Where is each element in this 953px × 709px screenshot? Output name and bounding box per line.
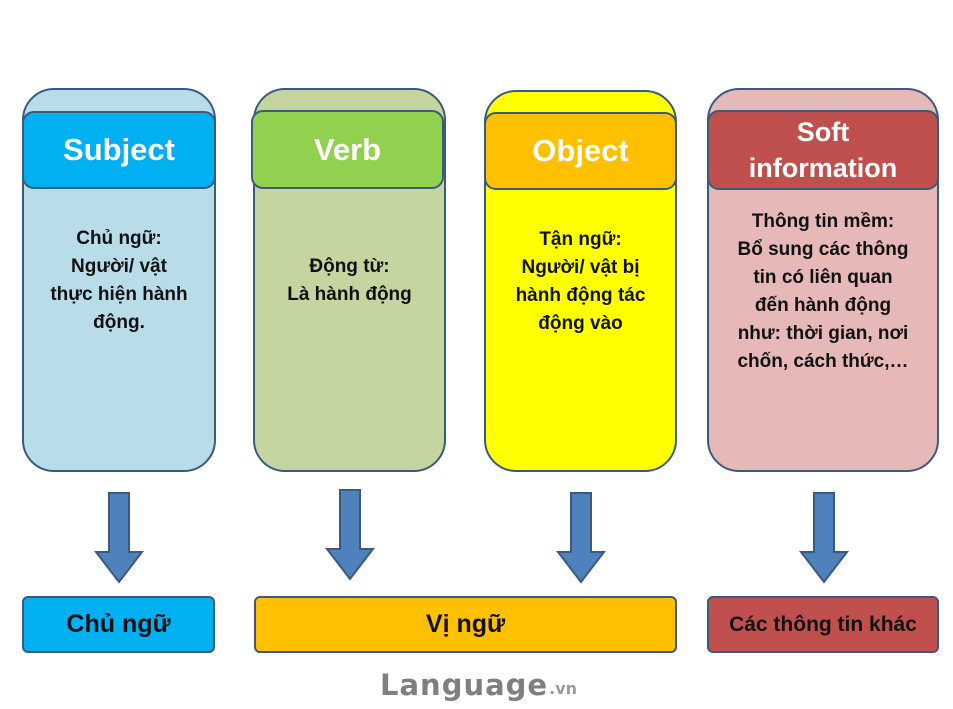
- soft-info-description: Thông tin mềm: Bổ sung các thông tin có …: [737, 211, 909, 372]
- object-description: Tận ngữ: Người/ vật bị hành động tác độn…: [515, 229, 646, 334]
- bottom-predicate-label: Vị ngữ: [425, 610, 506, 638]
- logo-suffix: .vn: [549, 679, 578, 698]
- down-arrow-icon: [325, 489, 375, 581]
- bottom-box-subject: Chủ ngữ: [22, 596, 215, 653]
- subject-description: Chủ ngữ: Người/ vật thực hiện hành động.: [50, 228, 188, 333]
- down-arrow-icon: [799, 492, 849, 584]
- object-title: Object: [532, 133, 629, 168]
- subject-title: Subject: [63, 132, 175, 167]
- language-vn-logo: Language .vn: [380, 664, 577, 702]
- bottom-box-other-info: Các thông tin khác: [707, 596, 939, 653]
- verb-description: Động từ: Là hành động: [287, 256, 412, 305]
- verb-title: Verb: [313, 131, 382, 167]
- bottom-other-info-label: Các thông tin khác: [729, 612, 917, 636]
- verb-header: Verb: [251, 110, 444, 189]
- down-arrow-icon: [94, 492, 144, 584]
- object-header: Object: [484, 112, 677, 190]
- logo-brand: Language: [380, 668, 549, 702]
- soft-info-header: Soft information: [707, 110, 939, 190]
- bottom-box-predicate: Vị ngữ: [254, 596, 677, 653]
- down-arrow-icon: [556, 492, 606, 584]
- subject-header: Subject: [22, 111, 216, 189]
- bottom-subject-label: Chủ ngữ: [66, 610, 171, 638]
- soft-info-title: Soft information: [748, 117, 898, 183]
